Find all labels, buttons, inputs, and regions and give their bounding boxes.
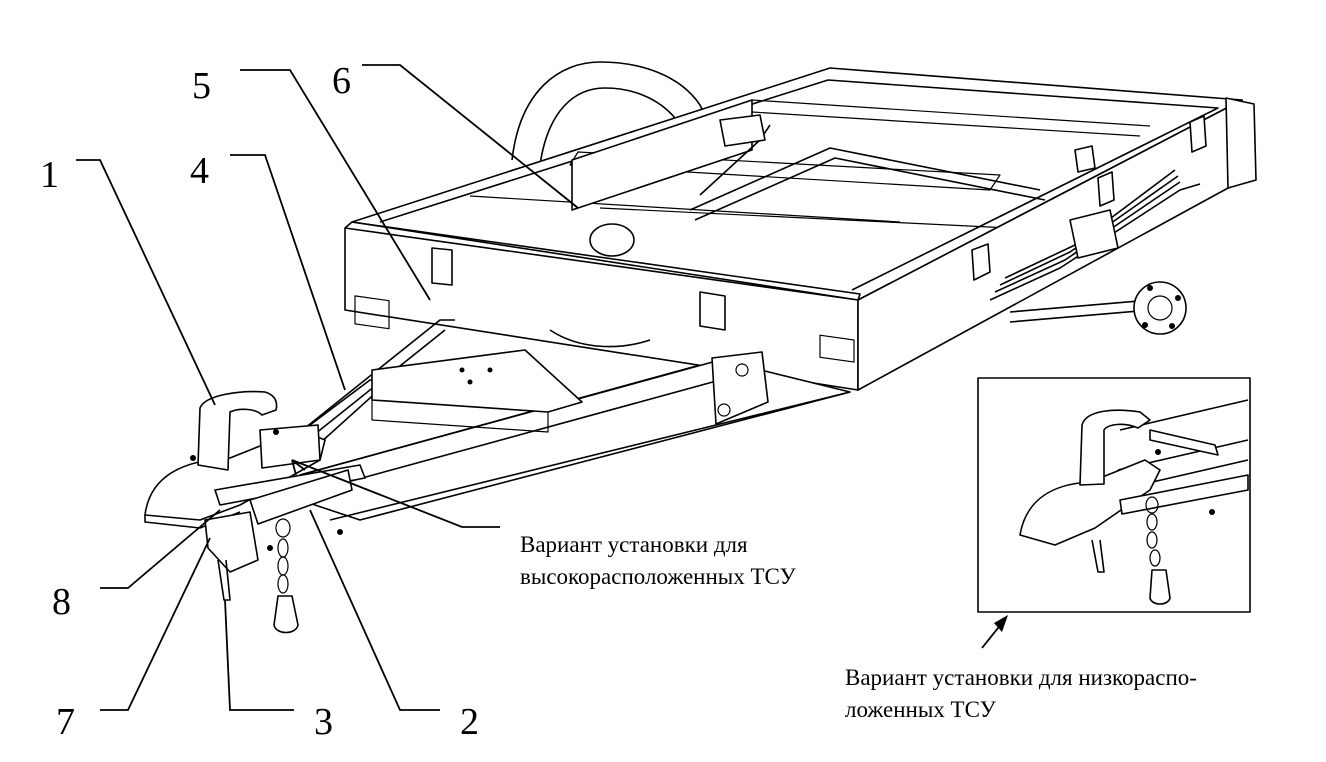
callout-8: 8 [52, 581, 71, 623]
callout-1: 1 [40, 154, 59, 196]
caption-high-line1: Вариант установки для [520, 532, 748, 557]
caption-low-line2: ложенных ТСУ [845, 697, 997, 722]
inset-low-variant [977, 377, 1251, 613]
caption-low-line1: Вариант установки для низкораспо- [845, 665, 1197, 690]
callout-4: 4 [190, 150, 209, 192]
trailer-frame [344, 61, 1257, 391]
leader-lines [76, 64, 1008, 711]
callout-3: 3 [314, 701, 333, 743]
callout-7: 7 [56, 701, 75, 743]
suspension [549, 114, 1201, 348]
caption-high-line2: высокорасположенных ТСУ [520, 564, 797, 589]
callout-5: 5 [192, 65, 211, 107]
callout-6: 6 [332, 60, 351, 102]
callout-2: 2 [460, 701, 479, 743]
coupling-head [144, 390, 366, 634]
